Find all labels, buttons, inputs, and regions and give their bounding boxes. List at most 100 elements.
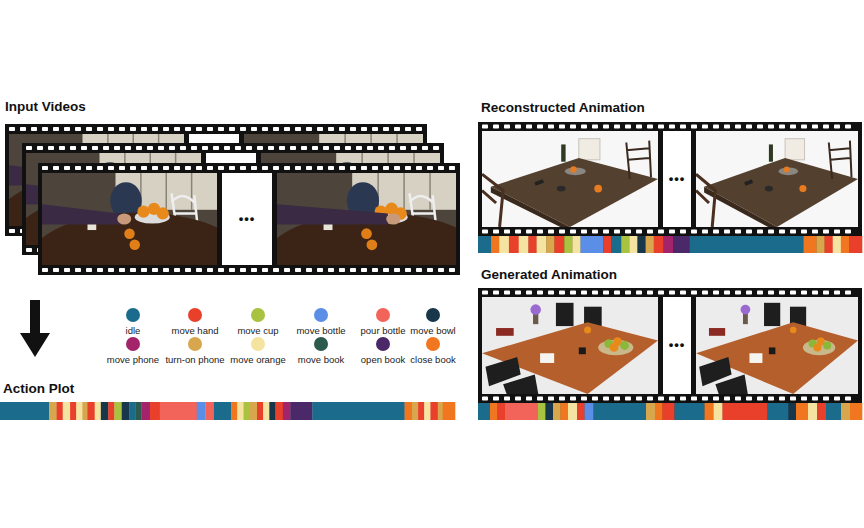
action-segment: [611, 236, 621, 253]
sprocket-hole: [416, 166, 422, 170]
table: [704, 158, 858, 227]
sprocket-hole: [449, 166, 455, 170]
sprocket-hole: [240, 127, 246, 131]
sprocket-hole: [515, 291, 521, 295]
sprocket-hole: [603, 230, 609, 234]
action-segment: [231, 402, 237, 420]
fruit: [620, 341, 629, 350]
orange: [124, 228, 135, 239]
window-frame: [166, 173, 168, 210]
legend-swatch: [314, 308, 328, 322]
video-frame: [30, 173, 247, 308]
action-bar: [0, 402, 455, 420]
sprocket-hole: [746, 230, 752, 234]
sprocket-hole: [141, 268, 147, 272]
sprocket-hole: [537, 397, 543, 401]
action-segment: [538, 403, 546, 420]
sprocket-hole: [350, 268, 356, 272]
sprocket-hole: [372, 166, 378, 170]
chair: [626, 141, 651, 179]
hand: [117, 213, 131, 224]
bottle: [561, 144, 565, 161]
fruit: [813, 343, 821, 351]
sprocket-hole: [504, 230, 510, 234]
sprocket-hole: [372, 268, 378, 272]
sprocket-hole: [323, 146, 329, 150]
cup: [557, 186, 566, 192]
action-segment: [581, 236, 604, 253]
sprocket-hole: [273, 127, 279, 131]
film-strip: [478, 288, 862, 420]
sprocket-hole: [559, 291, 565, 295]
sprocket-hole: [537, 125, 543, 129]
action-segment: [690, 236, 804, 253]
action-segment: [135, 402, 141, 420]
action-segment: [443, 402, 456, 420]
action-segment: [57, 402, 63, 420]
sprocket-hole: [306, 166, 312, 170]
action-segment: [629, 236, 637, 253]
fruit: [610, 343, 619, 352]
sprocket-hole: [691, 125, 697, 129]
sprocket-hole: [130, 166, 136, 170]
action-segment: [160, 402, 197, 420]
sprocket-hole: [416, 268, 422, 272]
sprocket-hole: [163, 166, 169, 170]
sprocket-hole: [81, 146, 87, 150]
sprocket-hole: [367, 146, 373, 150]
action-segment: [490, 403, 498, 420]
action-segment: [205, 402, 214, 420]
sprocket-hole: [20, 127, 26, 131]
sprocket-hole: [136, 146, 142, 150]
sprocket-hole: [746, 397, 752, 401]
sprocket-hole: [262, 127, 268, 131]
sprocket-hole: [53, 127, 59, 131]
cup: [765, 186, 773, 192]
sprocket-hole: [174, 268, 180, 272]
frame-content: [482, 131, 658, 227]
sprocket-hole: [42, 268, 48, 272]
sprocket-hole: [163, 127, 169, 131]
action-segment: [499, 236, 509, 253]
sprocket-hole: [284, 166, 290, 170]
sprocket-hole: [845, 291, 851, 295]
sprocket-hole: [636, 397, 642, 401]
sprocket-hole: [361, 127, 367, 131]
action-segment: [505, 403, 538, 420]
sprocket-hole: [405, 166, 411, 170]
sprocket-hole: [570, 397, 576, 401]
bottle: [769, 144, 773, 161]
sprocket-hole: [42, 127, 48, 131]
bowl: [779, 167, 798, 175]
sprocket-hole: [339, 127, 345, 131]
legend-swatch: [251, 337, 265, 351]
sprocket-hole: [257, 146, 263, 150]
video-frame: [482, 297, 658, 394]
sprocket-hole: [416, 127, 422, 131]
action-segment: [101, 402, 109, 420]
sprocket-hole: [262, 268, 268, 272]
sprocket-hole: [246, 146, 252, 150]
sprocket-hole: [834, 291, 840, 295]
action-segment: [553, 403, 561, 420]
sprocket-hole: [680, 397, 686, 401]
legend-swatch: [188, 337, 202, 351]
sprocket-hole: [691, 230, 697, 234]
action-segment: [850, 403, 862, 420]
sprocket-hole: [669, 230, 675, 234]
sprocket-hole: [163, 268, 169, 272]
sprocket-hole: [317, 166, 323, 170]
action-segment: [519, 236, 529, 253]
video-frame: [482, 131, 658, 232]
legend-swatch: [426, 308, 440, 322]
legend-swatch: [251, 308, 265, 322]
sprocket-hole: [779, 125, 785, 129]
sprocket-hole: [251, 127, 257, 131]
action-segment: [430, 402, 438, 420]
action-segment: [312, 402, 405, 420]
sprocket-hole: [229, 166, 235, 170]
legend-swatch: [126, 308, 140, 322]
sprocket-hole: [603, 397, 609, 401]
sprocket-hole: [625, 230, 631, 234]
sprocket-hole: [438, 166, 444, 170]
